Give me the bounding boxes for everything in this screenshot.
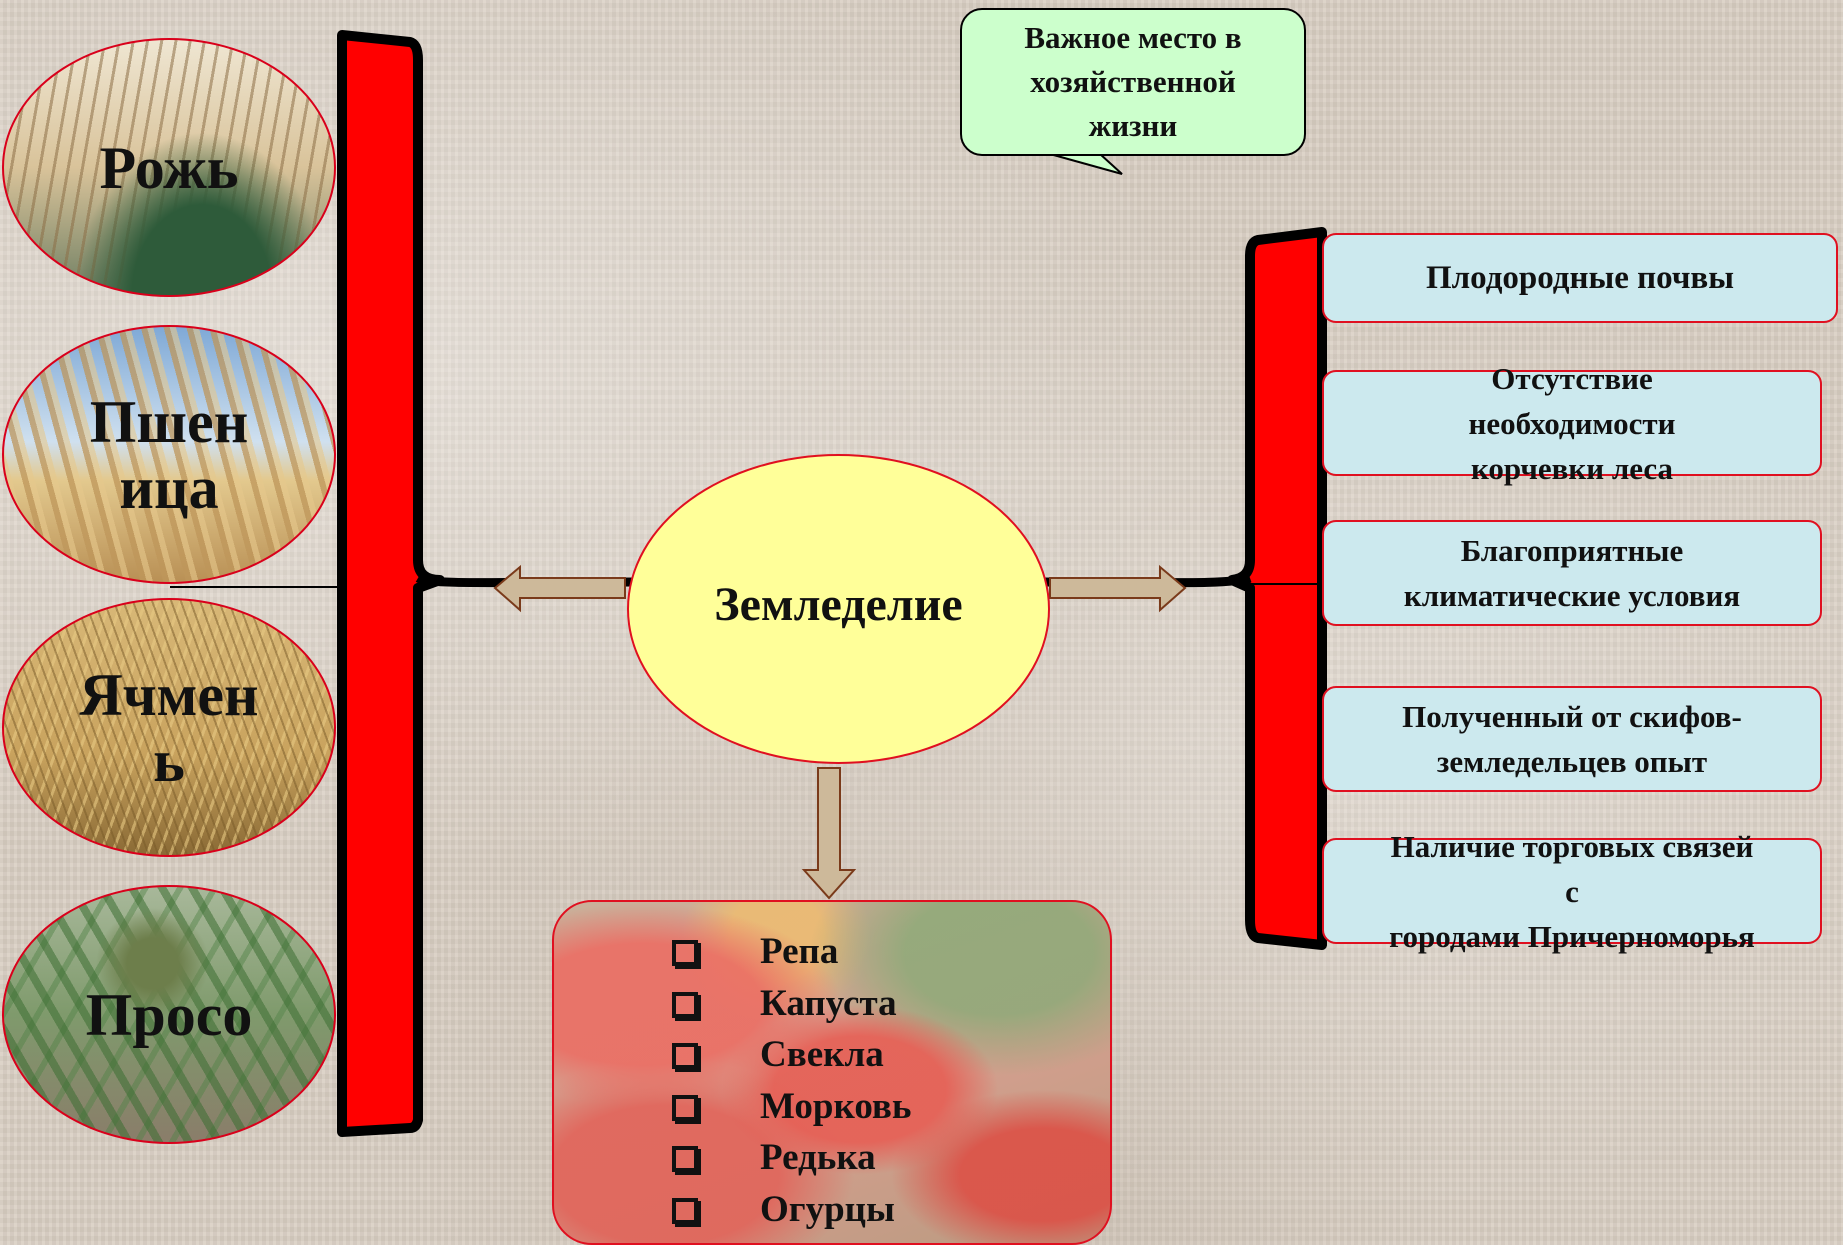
center-label: Земледелие	[714, 577, 963, 631]
condition-box-soil: Плодородные почвы	[1322, 233, 1838, 323]
condition-box-trade: Наличие торговых связей с городами Приче…	[1322, 829, 1822, 954]
right-bracket	[1227, 227, 1327, 950]
crop-oval-millet: Просо	[2, 885, 336, 1144]
condition-box-experience: Полученный от скифов- земледельцев опыт	[1322, 686, 1822, 792]
right-arrow	[1049, 564, 1187, 613]
checkbox-bullet-icon	[672, 1146, 698, 1172]
callout-bubble: Важное место в хозяйственной жизни	[960, 8, 1306, 156]
callout-tail	[1049, 153, 1123, 175]
crop-label-rye: Рожь	[99, 134, 239, 201]
crop-oval-rye: Рожь	[2, 38, 336, 297]
checkbox-bullet-icon	[672, 1094, 698, 1121]
vegetables-box: Репа Капуста Свекла Морковь Редька Огурц…	[552, 900, 1112, 1245]
checkbox-bullet-icon	[672, 1043, 698, 1069]
crop-label-millet: Просо	[85, 981, 253, 1048]
callout-text: Важное место в хозяйственной жизни	[1024, 20, 1242, 143]
left-bracket	[337, 30, 445, 1137]
crop-label-barley: Ячмен ь	[79, 661, 259, 794]
checkbox-bullet-icon	[672, 991, 698, 1018]
center-ellipse: Земледелие	[627, 454, 1050, 764]
crop-oval-barley: Ячмен ь	[2, 598, 336, 857]
condition-box-climate: Благоприятные климатические условия	[1322, 520, 1822, 626]
crop-label-wheat: Пшен ица	[89, 388, 249, 521]
checkbox-bullet-icon	[672, 940, 698, 966]
checkbox-bullet-icon	[672, 1197, 698, 1224]
crop-oval-wheat: Пшен ица	[2, 325, 336, 584]
condition-box-forest: Отсутствие необходимости корчевки леса	[1322, 361, 1822, 486]
left-arrow	[493, 564, 626, 613]
down-arrow	[801, 767, 857, 900]
